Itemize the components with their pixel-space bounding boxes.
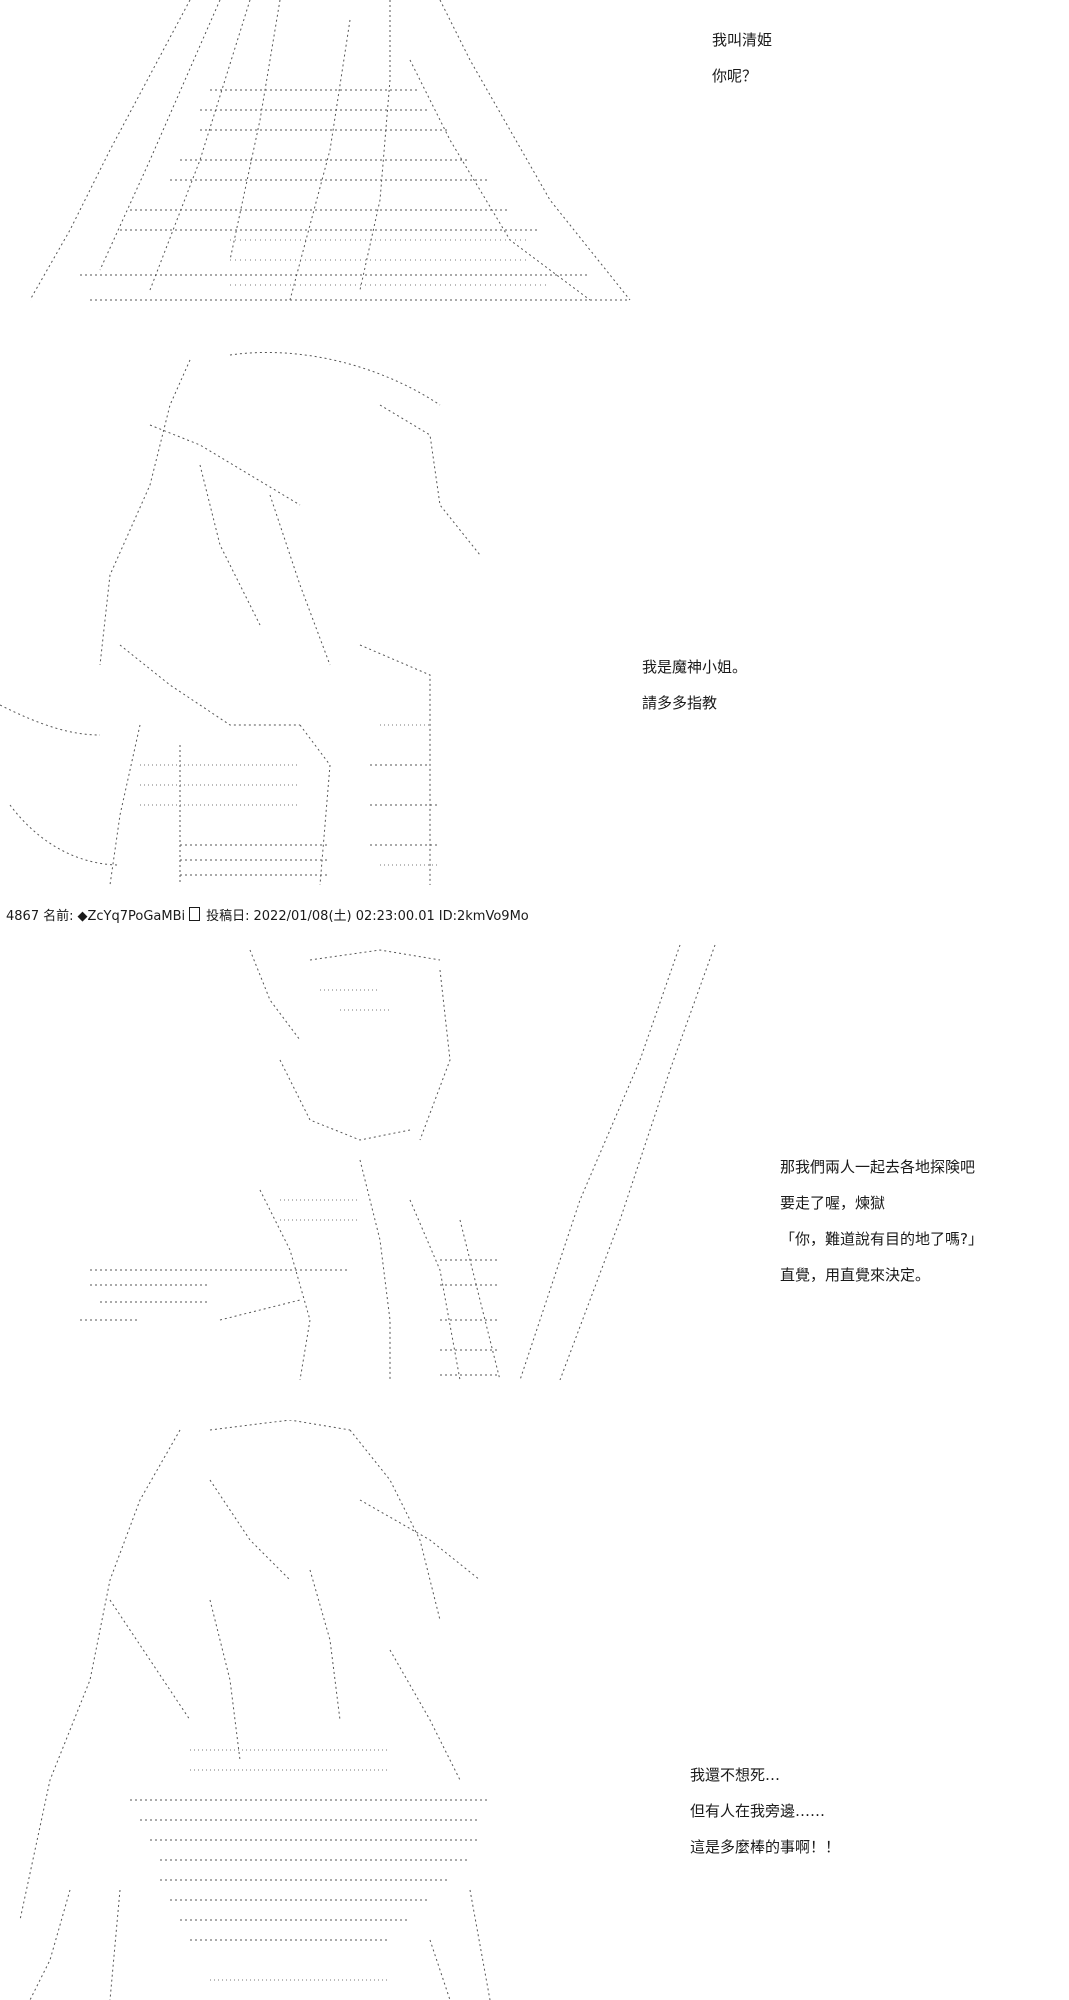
post-name-value: ◆ZcYq7PoGaMBi <box>77 909 186 924</box>
dialog-line: 「你，難道說有目的地了嗎?」 <box>780 1230 983 1248</box>
ascii-art-panel-1 <box>30 0 640 305</box>
dialog-line: 要走了喔，煉獄 <box>780 1194 886 1212</box>
dialog-line: 我叫清姫 <box>712 31 773 49</box>
dialog-panel-3: 那我們兩人一起去各地探険吧 要走了喔，煉獄 「你，難道說有目的地了嗎?」 直覺，… <box>780 1149 983 1293</box>
dialog-panel-4: 我還不想死… 但有人在我旁邊…… 這是多麼棒的事啊！！ <box>690 1757 840 1865</box>
dialog-line: 請多多指教 <box>642 694 718 712</box>
post-id: ID:2kmVo9Mo <box>438 909 529 924</box>
dialog-line: 我還不想死… <box>690 1766 781 1784</box>
post-date-value: 2022/01/08(土) 02:23:00.01 <box>253 909 435 924</box>
dialog-line: 但有人在我旁邊…… <box>690 1802 826 1820</box>
ascii-art-panel-3 <box>60 940 740 1380</box>
dialog-line: 那我們兩人一起去各地探険吧 <box>780 1158 976 1176</box>
dialog-line: 你呢？ <box>712 67 758 85</box>
dialog-line: 直覺，用直覺來決定。 <box>780 1266 931 1284</box>
dialog-line: 這是多麼棒的事啊！！ <box>690 1838 841 1856</box>
post-name-label: 名前: <box>43 909 74 924</box>
post-number: 4867 <box>6 909 40 924</box>
ascii-art-panel-4 <box>10 1420 520 2000</box>
dialog-line: 我是魔神小姐。 <box>642 658 748 676</box>
dialog-panel-2: 我是魔神小姐。 請多多指教 <box>642 649 747 721</box>
placeholder-box-icon <box>189 907 201 921</box>
ascii-art-panel-2 <box>0 345 500 895</box>
post-date-label: 投稿日: <box>206 909 250 924</box>
dialog-panel-1: 我叫清姫 你呢？ <box>712 22 772 94</box>
